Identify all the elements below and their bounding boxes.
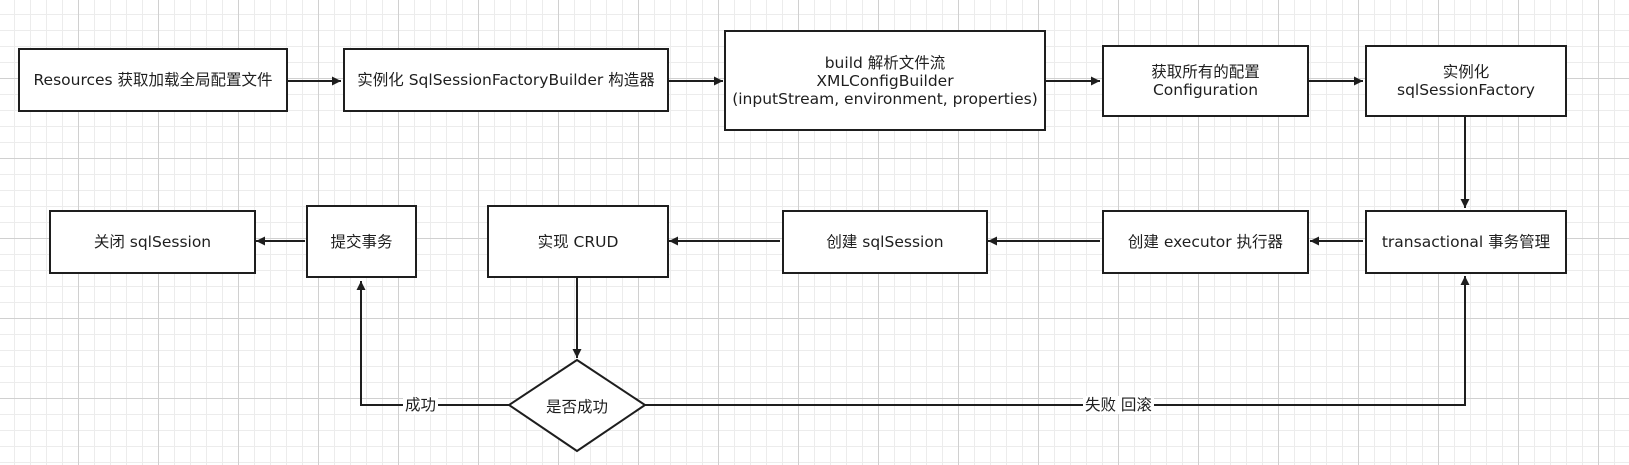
- node-builder-text: 实例化 SqlSessionFactoryBuilder 构造器: [357, 71, 655, 89]
- node-close: 关闭 sqlSession: [49, 210, 256, 274]
- node-configuration-line-1: 获取所有的配置: [1151, 63, 1260, 81]
- node-commit-text: 提交事务: [330, 232, 393, 251]
- node-build-line-2: XMLConfigBuilder: [816, 71, 954, 90]
- node-close-text: 关闭 sqlSession: [93, 233, 212, 251]
- node-build-line-3: (inputStream, environment, properties): [732, 89, 1038, 108]
- node-resources: Resources 获取加载全局配置文件: [18, 48, 288, 112]
- edge-decision-to-transactional: [645, 276, 1470, 406]
- node-configuration-line-2: Configuration: [1152, 81, 1259, 99]
- node-builder: 实例化 SqlSessionFactoryBuilder 构造器: [343, 48, 669, 112]
- node-build-line-1: build 解析文件流: [824, 53, 946, 72]
- node-factory-line-2: sqlSessionFactory: [1397, 81, 1535, 99]
- node-commit: 提交事务: [306, 205, 417, 278]
- node-create-session: 创建 sqlSession: [782, 210, 988, 274]
- node-configuration: 获取所有的配置 Configuration: [1102, 45, 1309, 117]
- edge-label-success: 成功: [403, 396, 439, 414]
- node-build: build 解析文件流 XMLConfigBuilder (inputStrea…: [724, 30, 1046, 131]
- node-transactional: transactional 事务管理: [1365, 210, 1567, 274]
- edge-decision-to-commit: [356, 281, 509, 406]
- node-decision-text: 是否成功: [545, 397, 608, 416]
- edge-label-failure: 失败 回滚: [1083, 396, 1154, 414]
- decision-diamond-shape: [507, 358, 647, 453]
- node-crud: 实现 CRUD: [487, 205, 669, 278]
- node-factory-line-1: 实例化: [1442, 63, 1490, 81]
- node-executor-text: 创建 executor 执行器: [1127, 233, 1284, 251]
- node-factory: 实例化 sqlSessionFactory: [1365, 45, 1567, 117]
- node-resources-text: Resources 获取加载全局配置文件: [33, 71, 273, 89]
- node-transactional-text: transactional 事务管理: [1381, 233, 1551, 251]
- node-crud-text: 实现 CRUD: [537, 232, 619, 251]
- node-create-session-text: 创建 sqlSession: [826, 233, 944, 251]
- node-decision: 是否成功: [509, 360, 645, 451]
- node-executor: 创建 executor 执行器: [1102, 210, 1309, 274]
